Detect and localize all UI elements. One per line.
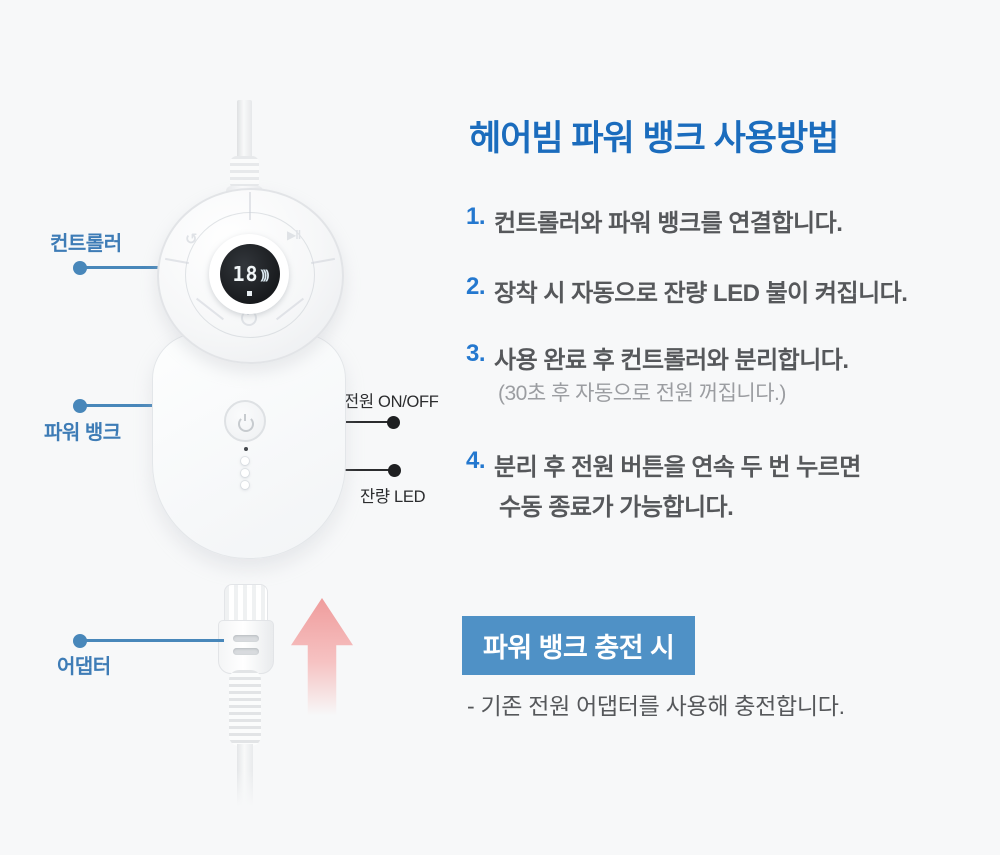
adapter-callout-line [80,639,224,642]
indicator-dot [244,447,248,451]
item-text-line2: 수동 종료가 가능합니다. [499,494,734,521]
auto-off-note: (30초 후 자동으로 전원 꺼집니다.) [498,382,786,405]
controller-seam [165,257,189,265]
instruction-item: 2. 장착 시 자동으로 잔량 LED 불이 켜집니다. [466,273,908,308]
charging-note: - 기존 전원 어댑터를 사용해 충전합니다. [467,693,845,719]
adapter-callout-dot [73,634,87,648]
controller-callout-line [80,266,158,269]
adapter-cable [237,744,253,810]
battery-led [241,457,249,465]
up-arrow-icon [291,598,353,716]
adapter-connector-body [218,620,274,674]
power-onoff-callout-dot [387,416,400,429]
adapter-callout-label: 어댑터 [57,656,111,678]
battery-led-callout-dot [388,464,401,477]
item-number: 3. [466,340,486,367]
item-text: 분리 후 전원 버튼을 연속 두 번 누르면 [494,454,861,481]
item-number: 1. [466,203,486,230]
instruction-item: 3. 사용 완료 후 컨트롤러와 분리합니다. [466,340,849,375]
controller-callout-label: 컨트롤러 [50,233,122,255]
instruction-item: 1. 컨트롤러와 파워 뱅크를 연결합니다. [466,203,843,238]
controller-seam [311,257,335,265]
charging-badge: 파워 뱅크 충전 시 [462,616,696,675]
adapter-slot [233,635,259,642]
controller-cable-strain-relief [230,156,259,190]
display-dot [247,291,252,296]
controller-seam [249,192,251,220]
adapter-strain-relief [229,670,261,746]
item-number: 2. [466,273,486,300]
item-text: 장착 시 자동으로 잔량 LED 불이 켜집니다. [494,280,908,307]
play-pause-icon: ▶‖ [287,228,301,242]
battery-led-callout-label: 잔량 LED [360,488,426,506]
adapter-slot [233,648,259,655]
controller-callout-dot [73,261,87,275]
page-title: 헤어빔 파워 뱅크 사용방법 [469,119,839,158]
controller-display: 18 ))) [220,244,280,304]
instruction-item: 4. 분리 후 전원 버튼을 연속 두 번 누르면 [466,447,861,482]
power-bank-callout-line [80,404,152,407]
power-bank-callout-label: 파워 뱅크 [44,422,121,444]
item-number: 4. [466,447,486,474]
item-text: 사용 완료 후 컨트롤러와 분리합니다. [494,347,849,374]
battery-led [241,481,249,489]
display-value: 18 [232,262,259,286]
rewind-icon: ↺ [185,231,198,248]
power-bank-callout-dot [73,399,87,413]
power-onoff-callout-label: 전원 ON/OFF [344,393,439,411]
heat-waves-icon: ))) [260,266,270,282]
power-button [224,400,266,442]
item-text: 컨트롤러와 파워 뱅크를 연결합니다. [494,210,843,237]
power-icon [238,414,254,432]
power-bank-device [152,333,346,559]
battery-led [241,469,249,477]
controller-cable [237,100,252,162]
controller-device: ↺ ▶‖ 18 ))) [157,188,344,364]
